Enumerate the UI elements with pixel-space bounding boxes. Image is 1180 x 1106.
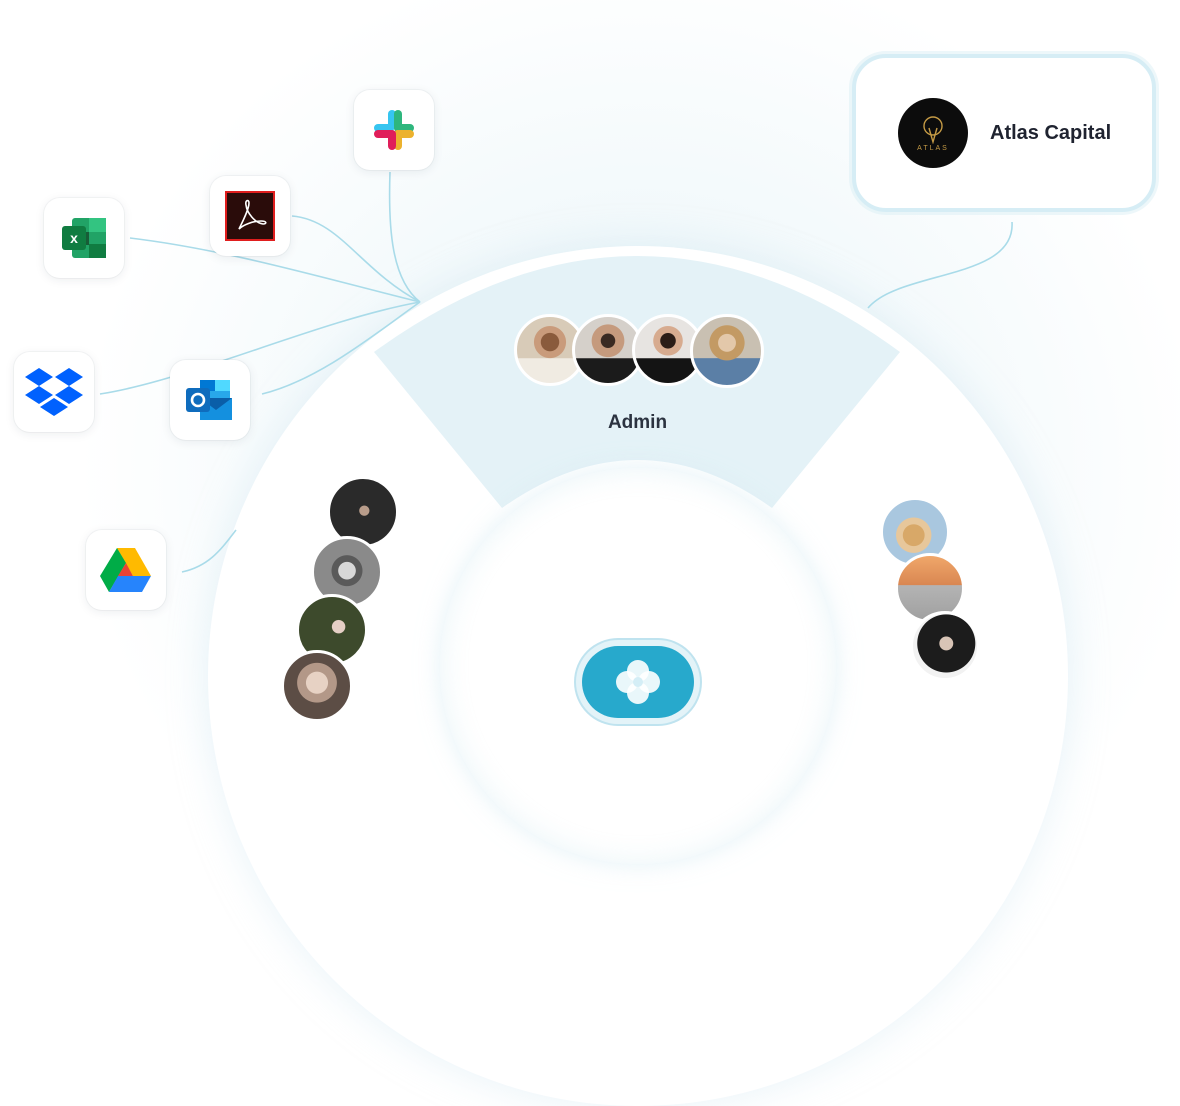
link-drive <box>181 529 237 573</box>
dropbox-tile[interactable] <box>14 352 94 432</box>
excel-tile[interactable]: x <box>44 198 124 278</box>
acrobat-tile[interactable] <box>210 176 290 256</box>
avatar[interactable] <box>572 314 644 386</box>
dropbox-icon <box>25 368 83 416</box>
flower-logo-icon <box>616 660 660 704</box>
link-acrobat <box>291 215 421 303</box>
google-drive-icon <box>100 548 151 592</box>
link-excel <box>129 237 421 303</box>
link-dropbox <box>99 301 421 395</box>
outlook-tile[interactable] <box>170 360 250 440</box>
organization-logo-text: ATLAS <box>917 145 949 152</box>
adobe-acrobat-icon <box>225 191 275 241</box>
organization-name: Atlas Capital <box>990 121 1112 144</box>
link-slack <box>388 171 421 303</box>
avatar[interactable] <box>690 314 764 388</box>
avatar[interactable] <box>327 476 399 548</box>
admin-sector <box>374 256 900 508</box>
organization-card[interactable]: ATLAS Atlas Capital <box>852 54 1156 212</box>
link-org <box>867 221 1013 309</box>
admin-sector-svg <box>374 256 900 508</box>
avatar[interactable] <box>281 650 353 722</box>
link-outlook <box>261 301 421 395</box>
organization-logo: ATLAS <box>898 98 968 168</box>
hub-button-inner <box>582 646 694 718</box>
svg-text:x: x <box>70 230 78 246</box>
hub-button[interactable] <box>576 640 700 724</box>
atlas-figure-icon <box>923 116 943 144</box>
admin-group-label: Admin <box>607 412 668 433</box>
connection-lines <box>99 171 1013 573</box>
slack-icon <box>374 110 414 150</box>
avatar[interactable] <box>910 611 980 681</box>
drive-tile[interactable] <box>86 530 166 610</box>
excel-icon: x <box>62 218 106 258</box>
slack-tile[interactable] <box>354 90 434 170</box>
outlook-icon <box>186 380 232 420</box>
